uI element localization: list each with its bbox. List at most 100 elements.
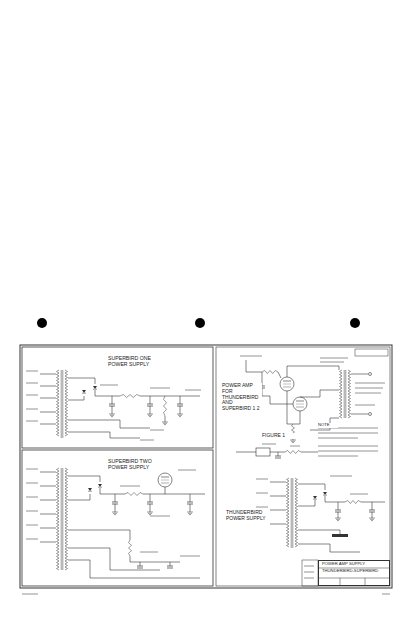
diode-symbol <box>98 484 102 487</box>
panel-heading: SUPERBIRD TWO POWER SUPPLY <box>108 459 170 471</box>
ground-symbol <box>110 415 114 416</box>
fine-annotation <box>26 539 38 540</box>
schematic-panel: SUPERBIRD TWO POWER SUPPLY <box>22 450 213 586</box>
sheet-frame <box>20 345 392 588</box>
primary-lead <box>40 500 56 501</box>
transformer-core <box>62 468 63 570</box>
ground-symbol <box>177 414 183 415</box>
wire <box>300 390 339 397</box>
fine-annotation <box>150 388 170 389</box>
diode-symbol <box>93 386 97 389</box>
ground-symbol <box>369 518 375 519</box>
fine-annotation <box>150 516 170 517</box>
transformer-core <box>291 478 292 548</box>
capacitor-symbol <box>109 404 115 405</box>
ground-symbol <box>371 520 373 521</box>
wire <box>338 512 339 518</box>
wire <box>325 496 345 502</box>
note-heading: NOTE <box>318 423 338 428</box>
diode-symbol <box>323 492 327 495</box>
capacitor-symbol <box>112 502 118 503</box>
panel-border <box>22 347 213 448</box>
fine-annotation <box>318 446 378 447</box>
diode-symbol <box>93 389 97 390</box>
fine-annotation <box>318 433 378 434</box>
ground-symbol <box>149 514 151 515</box>
ground-symbol <box>149 416 151 417</box>
capacitor-symbol <box>177 404 183 405</box>
transformer-winding <box>65 468 68 570</box>
wire <box>351 374 368 375</box>
tube-cathode <box>161 483 169 484</box>
ground-symbol <box>187 512 193 513</box>
terminal <box>369 373 372 376</box>
fine-annotation <box>22 594 38 595</box>
diode-symbol <box>82 390 86 393</box>
primary-lead <box>40 514 56 515</box>
wire <box>165 487 166 494</box>
fine-annotation <box>320 362 344 363</box>
diode-symbol <box>313 496 317 499</box>
panel-border <box>216 347 390 586</box>
fine-annotation <box>26 395 38 396</box>
fine-annotation <box>304 572 314 573</box>
title-block-rule <box>340 578 341 586</box>
ground-symbol <box>109 414 115 415</box>
panel-border <box>22 450 213 586</box>
fine-annotation <box>26 421 38 422</box>
transformer-core <box>292 478 293 548</box>
punch-hole <box>195 318 205 328</box>
fine-annotation <box>318 451 378 452</box>
primary-lead <box>40 374 56 375</box>
power-supply-schematic <box>256 476 385 552</box>
fine-annotation <box>330 476 352 477</box>
wire <box>68 432 140 438</box>
fine-annotation <box>26 409 38 410</box>
primary-lead <box>270 496 286 497</box>
fine-annotation <box>256 479 268 480</box>
vacuum-tube <box>280 377 294 391</box>
fine-annotation <box>100 385 118 386</box>
wire <box>270 452 285 453</box>
wire <box>140 562 141 566</box>
tube-grid <box>161 480 169 481</box>
fine-annotation <box>178 470 196 471</box>
fine-annotation <box>320 358 348 359</box>
fine-annotation <box>355 393 381 394</box>
wire <box>236 452 256 453</box>
wire <box>150 396 151 404</box>
punch-hole <box>350 318 360 328</box>
wire <box>130 556 180 562</box>
vacuum-tube <box>293 397 307 411</box>
diode-symbol <box>88 488 92 491</box>
text-holder: POWER AMP SUPPLYTHUNDERBIRD-SUPERBIRD <box>322 562 388 577</box>
ground-symbol <box>370 519 374 520</box>
ground-symbol <box>111 416 113 417</box>
capacitor-symbol <box>137 568 143 569</box>
wire <box>170 562 171 566</box>
wire <box>68 378 95 384</box>
primary-lead <box>40 398 56 399</box>
fine-annotation <box>26 483 38 484</box>
wire <box>68 560 200 578</box>
fine-annotation <box>304 578 314 579</box>
resistor-symbol <box>345 501 361 504</box>
transformer-winding <box>348 370 351 418</box>
title-block-rule <box>318 578 390 579</box>
title-block-lines <box>302 560 390 586</box>
capacitor-symbol <box>147 404 153 405</box>
ground-symbol <box>188 513 192 514</box>
fine-annotation <box>355 388 383 389</box>
transformer-core <box>61 370 62 438</box>
resistor-symbol <box>262 371 278 374</box>
capacitor-symbol <box>335 510 341 511</box>
wire <box>278 452 279 456</box>
fine-annotation <box>256 507 268 508</box>
wire <box>115 494 116 502</box>
resistor-symbol <box>285 451 301 454</box>
wire <box>246 360 262 372</box>
fine-annotation <box>26 383 38 384</box>
fine-annotation <box>256 493 268 494</box>
wire <box>143 494 205 495</box>
ground-symbol <box>112 512 118 513</box>
